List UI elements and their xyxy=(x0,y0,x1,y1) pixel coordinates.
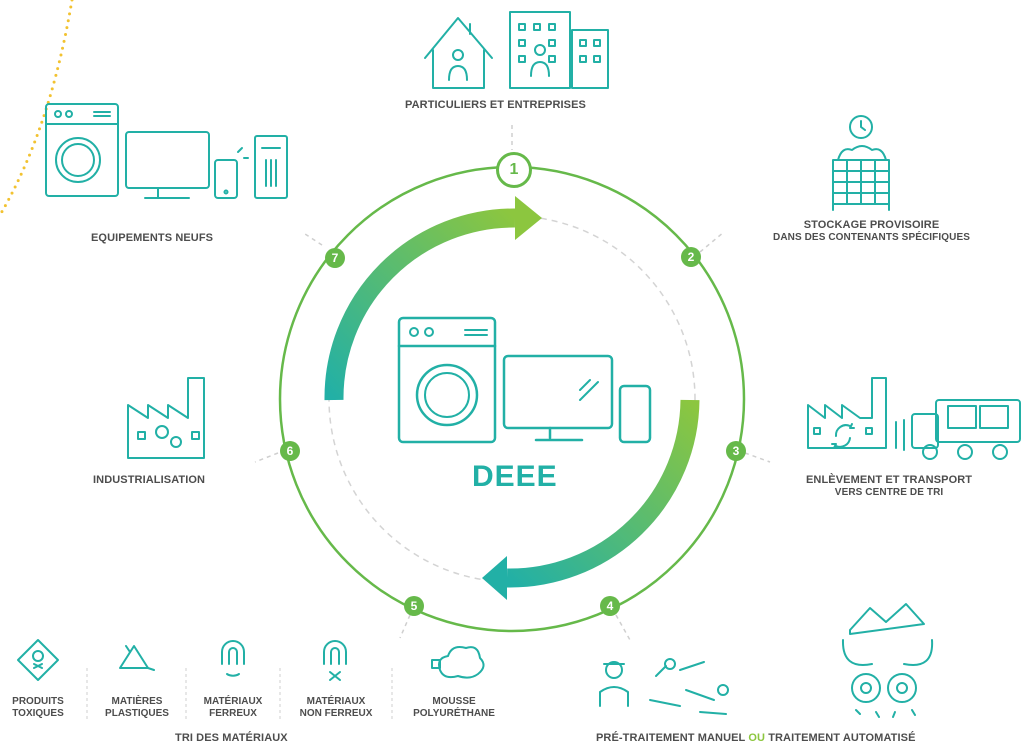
industrialisation-factory-icon xyxy=(127,377,205,459)
step-6-label: INDUSTRIALISATION xyxy=(93,474,206,486)
magnet-cross-icon xyxy=(323,640,347,681)
cycle-arrow-bottom-head xyxy=(482,556,507,600)
step-node-2: 2 xyxy=(681,247,701,267)
cycle-arrow-top xyxy=(324,208,516,401)
step-3-subtitle: VERS CENTRE DE TRI xyxy=(834,487,944,498)
step-node-1: 1 xyxy=(496,152,532,188)
foam-icon xyxy=(431,646,485,679)
step-1-label: PARTICULIERS ET ENTREPRISES xyxy=(405,99,586,111)
manual-pretreatment-icon xyxy=(599,658,729,715)
connector-spokes xyxy=(254,125,771,641)
step-2-title: STOCKAGE PROVISOIRE xyxy=(803,219,940,231)
step-4-label-a: PRÉ-TRAITEMENT MANUEL xyxy=(596,732,746,744)
step-2-label: STOCKAGE PROVISOIRE DANS DES CONTENANTS … xyxy=(773,219,970,244)
step-node-7: 7 xyxy=(325,248,345,268)
magnet-icon xyxy=(221,640,245,677)
factory-truck-icon xyxy=(807,377,1021,460)
material-separators xyxy=(86,668,393,722)
decorative-dotted-arc xyxy=(0,0,74,217)
step-4-connector: OU xyxy=(748,732,766,744)
office-building-icon xyxy=(509,11,609,89)
step-4-label: PRÉ-TRAITEMENT MANUEL OU TRAITEMENT AUTO… xyxy=(596,732,916,745)
center-title: DEEE xyxy=(472,460,558,493)
house-icon xyxy=(424,17,493,89)
step-node-3: 3 xyxy=(726,441,746,461)
step-2-subtitle: DANS DES CONTENANTS SPÉCIFIQUES xyxy=(773,232,971,243)
step-node-5: 5 xyxy=(404,596,424,616)
step-7-label: EQUIPEMENTS NEUFS xyxy=(91,232,214,244)
step-4-label-b: TRAITEMENT AUTOMATISÉ xyxy=(768,732,916,744)
automated-treatment-icon xyxy=(841,603,934,718)
step-3-label: ENLÈVEMENT ET TRANSPORT VERS CENTRE DE T… xyxy=(806,474,972,499)
toxic-diamond-icon xyxy=(17,639,59,681)
storage-container-icon xyxy=(832,115,890,211)
step-node-4: 4 xyxy=(600,596,620,616)
step-node-6: 6 xyxy=(280,441,300,461)
cycle-arrow-bottom xyxy=(506,399,700,588)
step-3-title: ENLÈVEMENT ET TRANSPORT xyxy=(806,474,973,486)
cycle-arrow-top-head xyxy=(515,196,542,240)
step-5-label: TRI DES MATÉRIAUX xyxy=(175,732,288,744)
center-appliances-icon xyxy=(397,316,652,444)
new-equipment-icon xyxy=(45,103,288,199)
recycle-3-icon xyxy=(119,645,155,671)
outer-cycle-ring xyxy=(278,165,746,633)
